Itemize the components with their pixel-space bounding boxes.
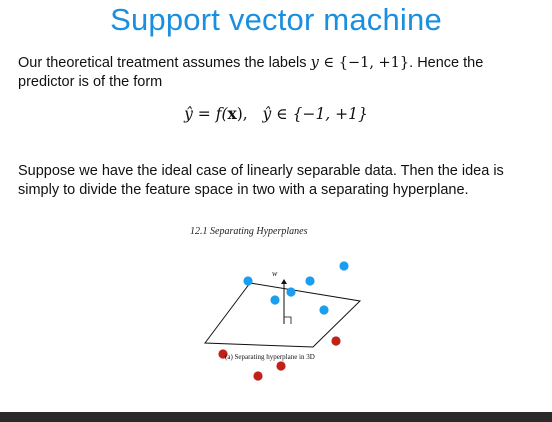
- equation-range: ŷ ∈ {−1, +1}: [262, 105, 368, 123]
- figure-caption: (a) Separating hyperplane in 3D: [225, 353, 315, 361]
- positive-point: [270, 295, 280, 305]
- equation-rhs: ),: [236, 105, 248, 123]
- slide-title: Support vector machine: [110, 2, 442, 37]
- negative-point: [253, 371, 263, 381]
- label-set: ∈ {−1, +1}: [318, 55, 410, 71]
- negative-point: [276, 361, 286, 371]
- positive-point: [243, 276, 253, 286]
- right-angle-marker: [284, 316, 292, 324]
- negative-point: [218, 349, 228, 359]
- positive-point: [339, 261, 349, 271]
- positive-point: [305, 276, 315, 286]
- figure-section-label: 12.1 Separating Hyperplanes: [190, 226, 308, 237]
- para1-text-after: . Hence the predictor is of the form: [18, 55, 484, 90]
- label-variable: y: [310, 55, 319, 71]
- predictor-equation: ŷ = f(x), ŷ ∈ {−1, +1}: [0, 104, 552, 123]
- negative-point: [331, 336, 341, 346]
- positive-point: [319, 305, 329, 315]
- normal-vector-label: w: [272, 269, 278, 278]
- hyperplane-plane: [204, 282, 362, 348]
- positive-point: [286, 287, 296, 297]
- equation-x: x: [227, 104, 237, 123]
- bottom-bar: [0, 412, 552, 422]
- paragraph-separable: Suppose we have the ideal case of linear…: [18, 163, 504, 198]
- equation-lhs: ŷ = f(: [184, 105, 228, 123]
- para1-text-before: Our theoretical treatment assumes the la…: [18, 55, 311, 71]
- normal-vector-arrowhead: [281, 279, 287, 284]
- paragraph-labels: Our theoretical treatment assumes the la…: [18, 54, 543, 92]
